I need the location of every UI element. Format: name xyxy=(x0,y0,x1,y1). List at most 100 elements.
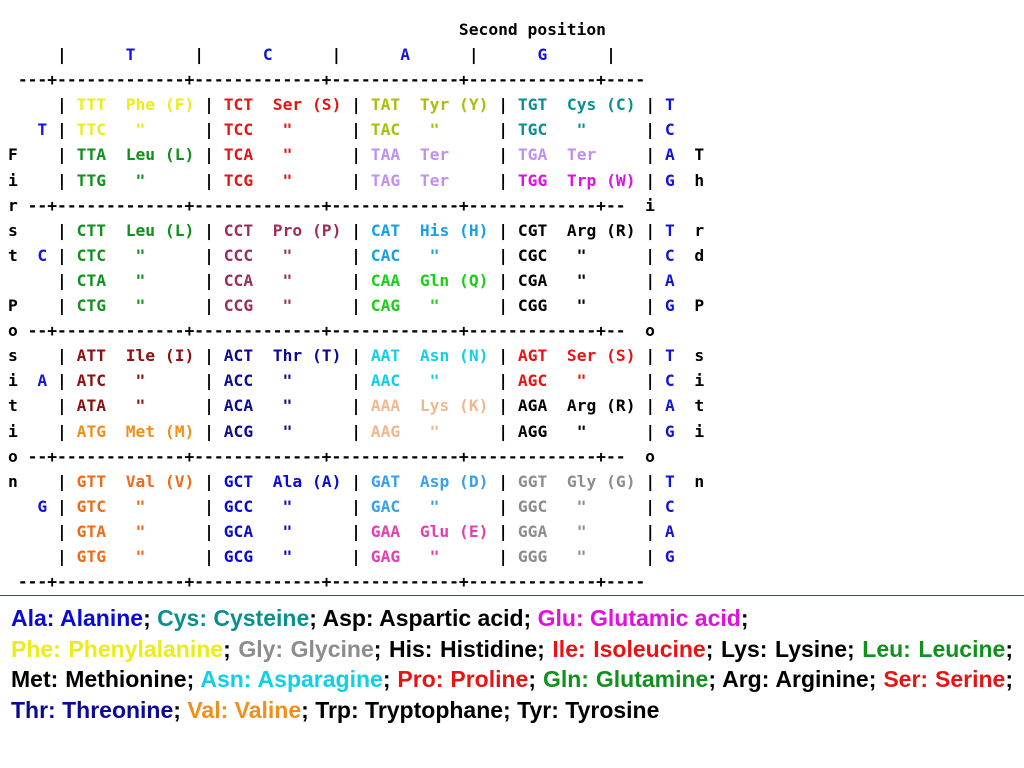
table-border: ---+-------------+-------------+--------… xyxy=(17,572,646,592)
third-base: A xyxy=(664,396,675,416)
third-base: A xyxy=(664,270,675,290)
codon: GAT xyxy=(370,471,401,491)
codon: ATG xyxy=(76,421,107,441)
third-position-letter: i xyxy=(694,371,705,391)
codon: CGT xyxy=(517,220,548,240)
amino-acid: " xyxy=(566,120,587,140)
table-row: G | GTC " | GCC " | GAC " | GGC " | C xyxy=(37,496,675,516)
codon: AGT xyxy=(517,346,548,366)
codon: ACA xyxy=(223,396,254,416)
codon: CCA xyxy=(223,270,254,290)
codon: TCT xyxy=(223,95,254,115)
amino-acid: " xyxy=(125,170,146,190)
codon: GGC xyxy=(517,496,548,516)
codon: CAC xyxy=(370,245,401,265)
amino-acid: Ter xyxy=(419,170,450,190)
codon: TAA xyxy=(370,145,401,165)
amino-acid: Asn (N) xyxy=(419,346,489,366)
amino-acid: " xyxy=(566,421,587,441)
codon: TTG xyxy=(76,170,107,190)
amino-acid: " xyxy=(419,421,440,441)
first-position-letter: i xyxy=(8,421,18,441)
amino-acid: " xyxy=(566,371,587,391)
codon: ACC xyxy=(223,371,254,391)
legend-item-ile: Ile: Isoleucine xyxy=(552,635,706,662)
amino-acid: " xyxy=(272,245,293,265)
legend-item-gln: Gln: Glutamine xyxy=(542,666,709,692)
first-base-A: A xyxy=(37,371,48,391)
table-row: i | TTG " | TCG " | TAG Ter | TGG Trp (W… xyxy=(8,170,705,190)
amino-acid: Ser (S) xyxy=(272,95,342,115)
third-position-letter: T xyxy=(694,145,705,165)
third-base: A xyxy=(664,145,675,165)
amino-acid: Leu (L) xyxy=(125,145,195,165)
codon: GCA xyxy=(223,521,254,541)
third-base: G xyxy=(664,296,675,316)
codon: CCC xyxy=(223,245,254,265)
amino-acid: " xyxy=(125,546,146,566)
amino-acid: " xyxy=(419,296,440,316)
first-position-letter: t xyxy=(8,396,18,416)
amino-acid: " xyxy=(419,245,440,265)
codon-table: Second position | T | C | A | G | ---+--… xyxy=(8,17,704,594)
first-position-letter: i xyxy=(8,371,18,391)
codon: CAG xyxy=(370,296,401,316)
codon: ATA xyxy=(76,396,107,416)
codon: GAA xyxy=(370,521,401,541)
codon: TCC xyxy=(223,120,254,140)
codon: CTG xyxy=(76,296,107,316)
first-position-letter: o xyxy=(8,446,18,466)
legend-item-ser: Ser: Serine xyxy=(883,666,1006,692)
codon: ACG xyxy=(223,421,254,441)
amino-acid: Glu (E) xyxy=(419,521,489,541)
third-position-letter: t xyxy=(694,396,705,416)
legend-item-gly: Gly: Glycine xyxy=(238,635,374,662)
third-base: G xyxy=(664,170,675,190)
amino-acid: Met (M) xyxy=(125,421,195,441)
amino-acid: Ser (S) xyxy=(566,346,636,366)
codon: ATT xyxy=(76,346,107,366)
second-position-label: Second position xyxy=(458,20,606,39)
table-row: | TTT Phe (F) | TCT Ser (S) | TAT Tyr (Y… xyxy=(47,95,675,115)
amino-acid: Pro (P) xyxy=(272,220,342,240)
third-base: G xyxy=(664,546,675,566)
table-row: s | CTT Leu (L) | CCT Pro (P) | CAT His … xyxy=(8,220,705,240)
codon: GGA xyxy=(517,521,548,541)
amino-acid: " xyxy=(272,496,293,516)
codon: GTT xyxy=(76,471,107,491)
codon: GTA xyxy=(76,521,107,541)
codon: TGA xyxy=(517,145,548,165)
third-position-letter: n xyxy=(694,471,705,491)
third-base: T xyxy=(664,471,675,491)
first-position-letter: t xyxy=(8,245,18,265)
first-position-letter: P xyxy=(8,296,18,316)
amino-acid: His (H) xyxy=(419,220,489,240)
codon: AGA xyxy=(517,396,548,416)
amino-acid: Ile (I) xyxy=(125,346,195,366)
amino-acid: " xyxy=(125,270,146,290)
third-position-letter: h xyxy=(694,170,705,190)
amino-acid: " xyxy=(125,521,146,541)
third-base: T xyxy=(664,220,675,240)
codon: GTG xyxy=(76,546,107,566)
amino-acid: " xyxy=(566,521,587,541)
second-base-C: C xyxy=(262,45,273,65)
third-position-letter: P xyxy=(694,296,705,316)
amino-acid: " xyxy=(272,170,293,190)
amino-acid: Phe (F) xyxy=(125,95,195,115)
codon: TCA xyxy=(223,145,254,165)
table-row: | GTG " | GCG " | GAG " | GGG " | G xyxy=(47,546,675,566)
second-base-G: G xyxy=(537,45,548,65)
amino-acid: " xyxy=(272,270,293,290)
codon: AGG xyxy=(517,421,548,441)
codon: TTC xyxy=(76,120,107,140)
codon: GCG xyxy=(223,546,254,566)
amino-acid: Ala (A) xyxy=(272,471,342,491)
third-position-letter: o xyxy=(645,446,655,466)
amino-acid: " xyxy=(272,120,293,140)
codon: CCG xyxy=(223,296,254,316)
third-base: C xyxy=(664,245,675,265)
legend-item-asn: Asn: Asparagine xyxy=(200,666,383,692)
codon: AAA xyxy=(370,396,401,416)
amino-acid-legend: Ala: Alanine; Cys: Cysteine; Asp: Aspart… xyxy=(11,603,1013,725)
